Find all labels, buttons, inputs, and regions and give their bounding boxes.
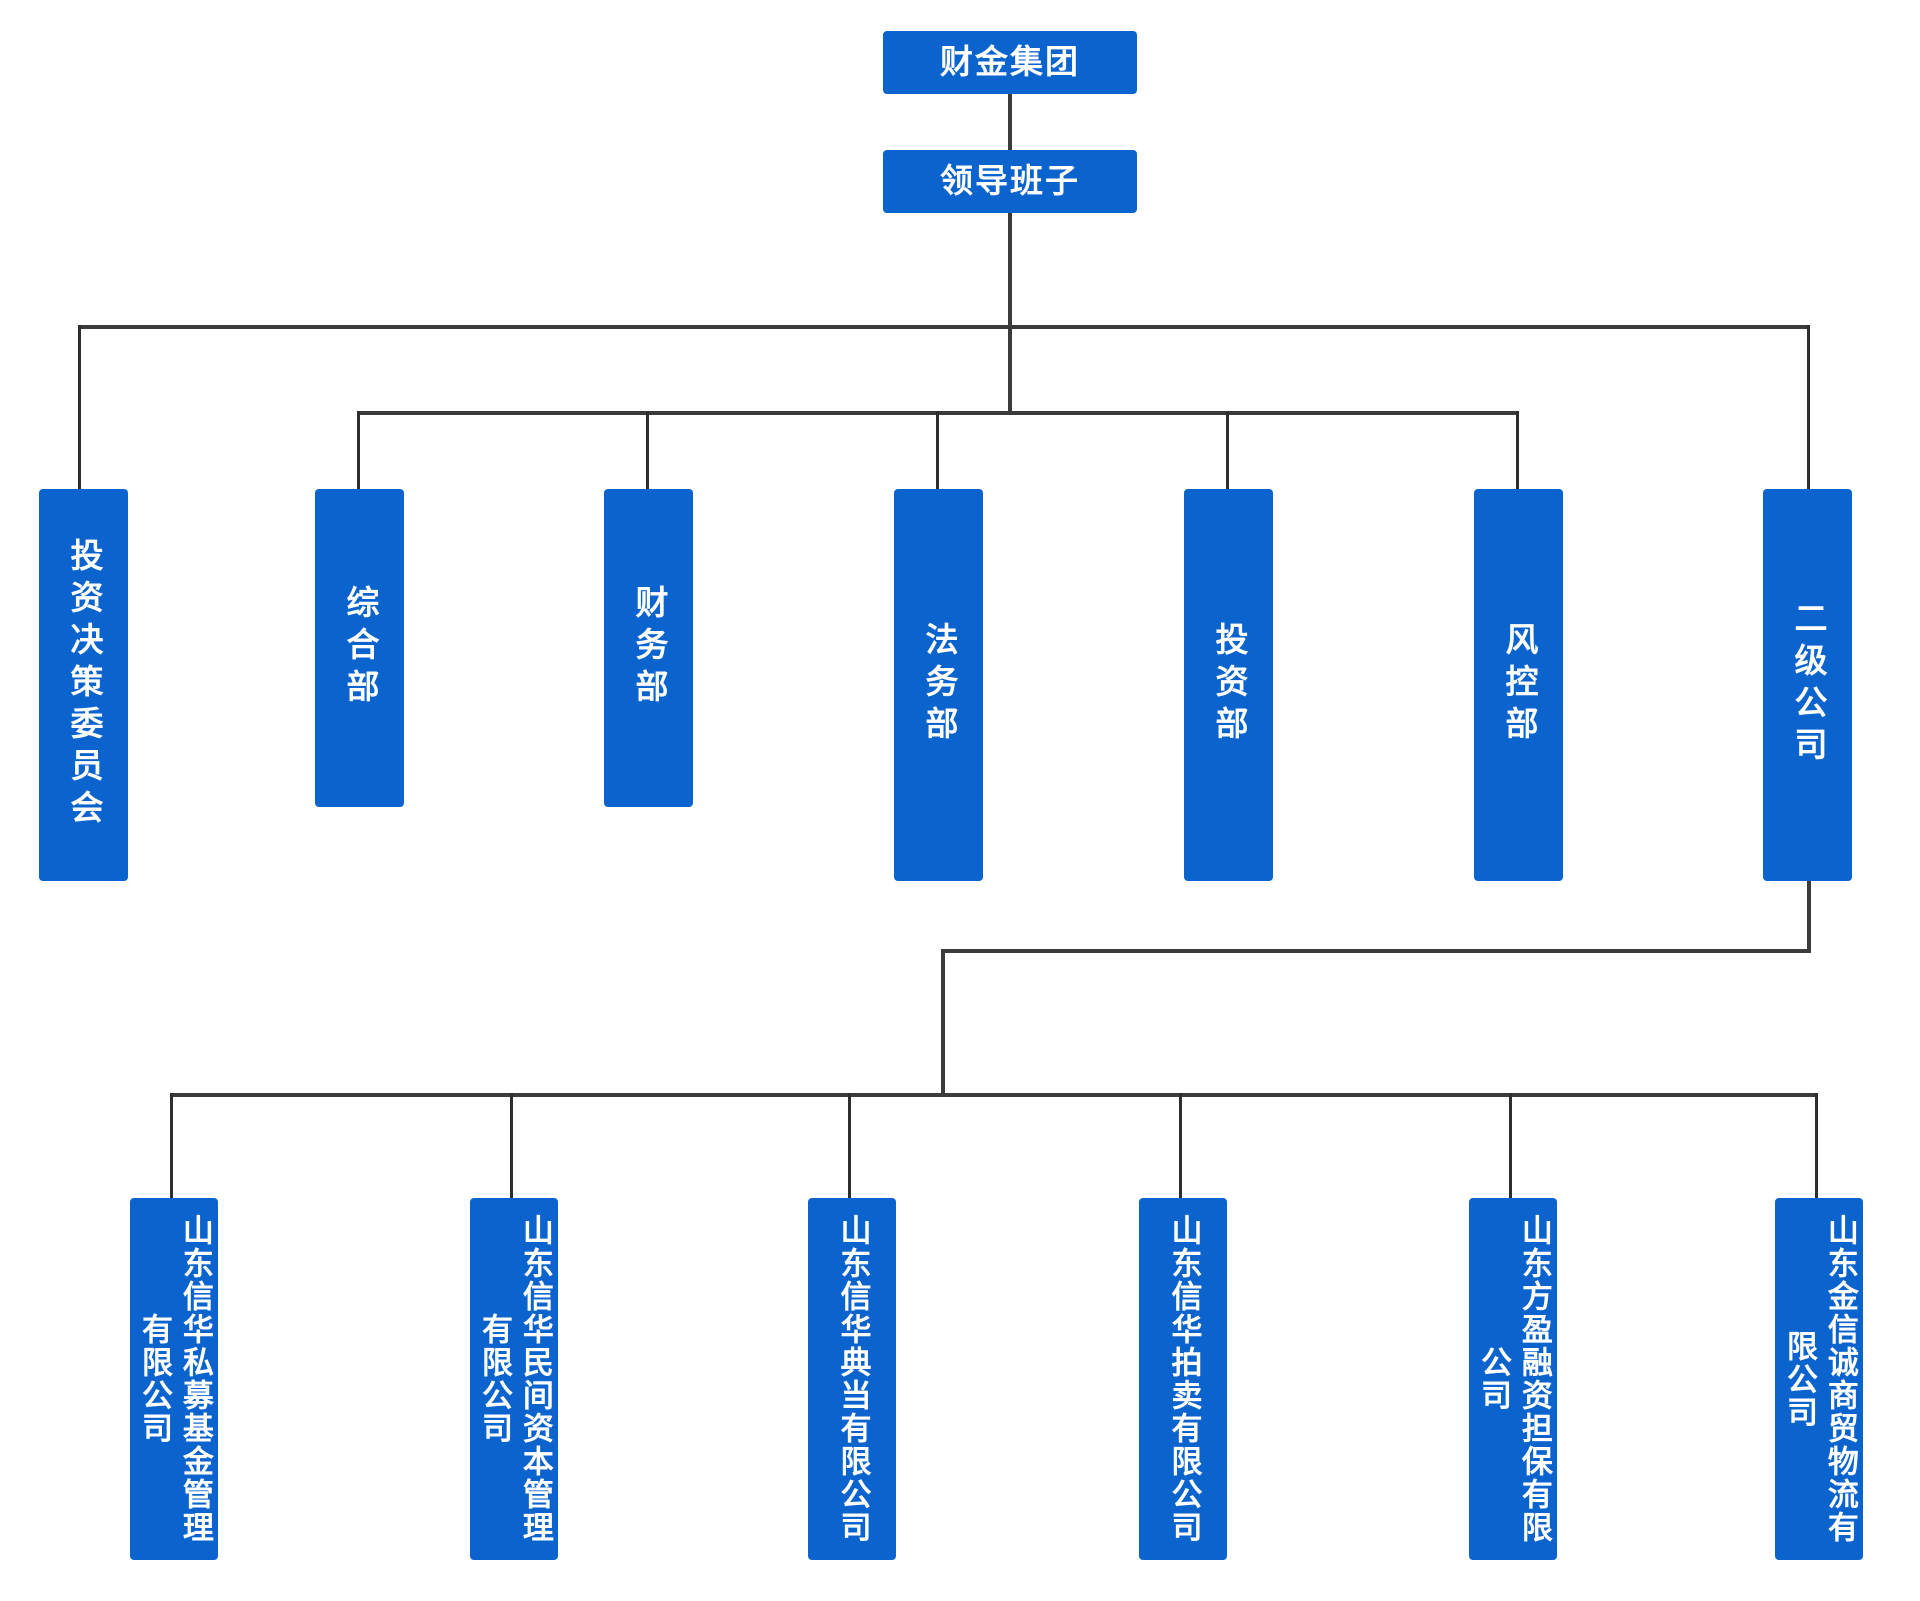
connector-leadership-stem-lower xyxy=(1008,325,1012,414)
connector-drop-dept-1 xyxy=(357,411,360,489)
node-department-second-tier-companies[interactable]: 二级公司 xyxy=(1763,489,1852,881)
node-subsidiary-xinhua-private-fund[interactable]: 山东信华私募基金管理有限公司 xyxy=(130,1198,218,1560)
node-root-group[interactable]: 财金集团 xyxy=(883,31,1137,94)
connector-bus-outer xyxy=(78,325,1810,329)
node-department-investment-decision-committee[interactable]: 投资决策委员会 xyxy=(39,489,128,881)
connector-leadership-stem-upper xyxy=(1008,213,1012,327)
node-department-label: 财务部 xyxy=(629,585,669,711)
connector-drop-dept-5 xyxy=(1516,411,1519,489)
node-department-finance[interactable]: 财务部 xyxy=(604,489,693,807)
node-subsidiary-jinxincheng-logistics[interactable]: 山东金信诚商贸物流有限公司 xyxy=(1775,1198,1863,1560)
connector-drop-dept-3 xyxy=(936,411,939,489)
connector-drop-dept-4 xyxy=(1226,411,1229,489)
node-subsidiary-label: 山东信华拍卖有限公司 xyxy=(1165,1214,1202,1544)
connector-second-tier-drop xyxy=(941,949,945,1097)
node-department-legal[interactable]: 法务部 xyxy=(894,489,983,881)
node-department-label: 综合部 xyxy=(340,585,380,711)
node-department-risk-control[interactable]: 风控部 xyxy=(1474,489,1563,881)
node-root-group-label: 财金集团 xyxy=(940,42,1080,82)
node-department-general-affairs[interactable]: 综合部 xyxy=(315,489,404,807)
node-department-label: 投资部 xyxy=(1209,622,1249,748)
connector-drop-dept-0 xyxy=(78,325,81,489)
node-subsidiary-xinhua-private-capital[interactable]: 山东信华民间资本管理有限公司 xyxy=(470,1198,558,1560)
connector-bus-subsidiaries xyxy=(170,1093,1817,1097)
connector-drop-subsidiary-4 xyxy=(1509,1093,1512,1200)
node-department-label: 二级公司 xyxy=(1788,601,1828,769)
node-subsidiary-xinhua-auction[interactable]: 山东信华拍卖有限公司 xyxy=(1139,1198,1227,1560)
connector-drop-subsidiary-3 xyxy=(1179,1093,1182,1200)
node-department-label: 投资决策委员会 xyxy=(64,538,104,832)
node-leadership-label: 领导班子 xyxy=(940,161,1080,201)
node-subsidiary-xinhua-pawn[interactable]: 山东信华典当有限公司 xyxy=(808,1198,896,1560)
connector-drop-dept-2 xyxy=(646,411,649,489)
connector-drop-subsidiary-2 xyxy=(848,1093,851,1200)
node-subsidiary-label: 山东金信诚商贸物流有限公司 xyxy=(1781,1214,1858,1544)
node-subsidiary-fangying-guarantee[interactable]: 山东方盈融资担保有限公司 xyxy=(1469,1198,1557,1560)
connector-drop-subsidiary-5 xyxy=(1815,1093,1818,1200)
connector-drop-subsidiary-0 xyxy=(170,1093,173,1200)
connector-root-to-leadership xyxy=(1008,94,1012,150)
node-leadership[interactable]: 领导班子 xyxy=(883,150,1137,213)
node-subsidiary-label: 山东方盈融资担保有限公司 xyxy=(1475,1214,1552,1544)
node-subsidiary-label: 山东信华私募基金管理有限公司 xyxy=(136,1214,213,1544)
connector-second-tier-stem xyxy=(1807,881,1811,953)
node-subsidiary-label: 山东信华典当有限公司 xyxy=(834,1214,871,1544)
node-department-label: 法务部 xyxy=(919,622,959,748)
node-department-investment[interactable]: 投资部 xyxy=(1184,489,1273,881)
node-department-label: 风控部 xyxy=(1499,622,1539,748)
connector-second-tier-elbow xyxy=(941,949,1811,953)
node-subsidiary-label: 山东信华民间资本管理有限公司 xyxy=(476,1214,553,1544)
connector-drop-subsidiary-1 xyxy=(510,1093,513,1200)
connector-drop-dept-6 xyxy=(1807,325,1810,489)
